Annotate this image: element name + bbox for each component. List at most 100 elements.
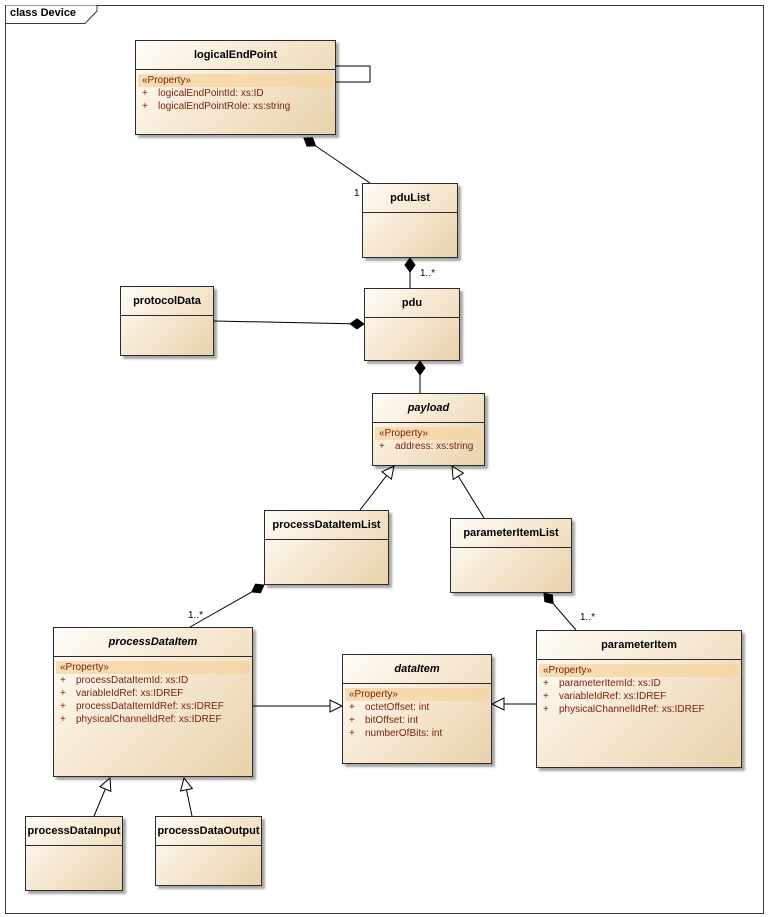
visibility-marker: + [543,704,549,715]
processdataoutput-generalization-line [185,789,193,817]
parameteritemlist-payload-generalization-arrowhead [451,465,465,481]
attribute-text: octetOffset: int [365,702,430,713]
attribute-text: bitOffset: int [365,715,419,726]
stereotype-label: «Property» [539,664,739,677]
processdatainput-generalization-line [93,788,106,817]
processdataoutput-generalization-arrowhead [179,776,194,792]
attribute-row: + bitOffset: int [345,714,489,727]
class-name: parameterItem [537,631,741,660]
class-name: protocolData [121,287,213,316]
attribute-row: + processDataItemIdRef: xs:IDREF [56,700,250,713]
class-name: processDataInput [26,817,122,846]
multiplicity-label: 1..* [188,610,204,621]
attribute-row: + octetOffset: int [345,701,489,714]
class-parameterItem[interactable]: parameterItem«Property»+parameterItemId:… [536,630,742,768]
attribute-text: processDataItemIdRef: xs:IDREF [76,701,224,712]
stereotype-label: «Property» [138,74,333,87]
attribute-text: numberOfBits: int [365,728,443,739]
attribute-text: logicalEndPointRole: xs:string [158,101,291,112]
attribute-row: +physicalChannelIdRef: xs:IDREF [539,703,739,716]
attribute-row: + address: xs:string [375,440,482,453]
class-attributes-compartment [265,540,388,544]
class-attributes-compartment: «Property»+logicalEndPointId: xs:ID+logi… [136,70,335,113]
attribute-text: variableIdRef: xs:IDREF [559,691,667,702]
attribute-row: + logicalEndPointRole: xs:string [138,100,333,113]
multiplicity-label: 1..* [580,612,596,623]
visibility-marker: + [60,701,66,712]
multiplicity-label: 1..* [420,268,436,279]
visibility-marker: + [60,714,66,725]
class-processDataItem[interactable]: processDataItem«Property»+processDataIte… [53,627,253,777]
pdu-protocoldata-composition-line [213,320,351,325]
class-logicalEndPoint[interactable]: logicalEndPoint«Property»+logicalEndPoin… [135,40,336,135]
class-name: processDataOutput [156,817,261,846]
visibility-marker: + [60,675,66,686]
class-attributes-compartment [363,213,457,217]
visibility-marker: + [543,678,549,689]
class-processDataOutput[interactable]: processDataOutput [155,816,262,886]
class-payload[interactable]: payload«Property»+address: xs:string [372,393,485,466]
pdu-payload-composition-diamond [414,360,426,376]
class-attributes-compartment [121,316,213,320]
processdataitemlist-payload-generalization-arrowhead [380,465,395,481]
visibility-marker: + [142,88,148,99]
visibility-marker: + [543,691,549,702]
class-pdu[interactable]: pdu [364,288,460,361]
class-protocolData[interactable]: protocolData [120,286,214,356]
visibility-marker: + [349,715,355,726]
attribute-row: + logicalEndPointId: xs:ID [138,87,333,100]
class-attributes-compartment: «Property»+ address: xs:string [373,423,484,453]
class-name: parameterItemList [451,519,571,548]
class-processDataItemList[interactable]: processDataItemList [264,510,389,585]
class-parameterItemList[interactable]: parameterItemList [450,518,572,593]
class-name: dataItem [343,655,491,684]
self-association-line [336,65,371,83]
processdataitemlist-processdataitem-composition-diamond [251,583,265,594]
logicalendpoint-pdulist-composition-line [315,145,371,184]
multiplicity-label: 1 [354,188,360,199]
class-name: pdu [365,289,459,318]
parameteritemlist-parameteritem-composition-diamond [543,592,554,605]
class-attributes-compartment: «Property»+octetOffset: int+bitOffset: i… [343,684,491,740]
class-pduList[interactable]: pduList [362,183,458,258]
class-attributes-compartment [365,318,459,322]
processdataitem-dataitem-generalization-arrowhead [329,699,344,713]
stereotype-label: «Property» [375,427,482,440]
pdulist-pdu-composition-diamond [404,257,416,273]
class-attributes-compartment [156,846,261,850]
attribute-text: logicalEndPointId: xs:ID [158,88,264,99]
visibility-marker: + [60,688,66,699]
class-attributes-compartment [451,548,571,552]
attribute-row: + physicalChannelIdRef: xs:IDREF [56,713,250,726]
attribute-text: address: xs:string [395,441,474,452]
attribute-row: +variableIdRef: xs:IDREF [56,687,250,700]
class-name: pduList [363,184,457,213]
stereotype-label: «Property» [345,688,489,701]
class-name: logicalEndPoint [136,41,335,70]
attribute-text: parameterItemId: xs:ID [559,678,661,689]
class-attributes-compartment: «Property»+processDataItemId: xs:ID+vari… [54,657,252,726]
stereotype-label: «Property» [56,661,250,674]
processdataitemlist-processdataitem-composition-line [189,591,253,628]
processdatainput-generalization-arrowhead [98,776,112,793]
attribute-row: + numberOfBits: int [345,727,489,740]
parameteritemlist-parameteritem-composition-line [552,603,577,631]
visibility-marker: + [142,101,148,112]
parameteritemlist-payload-generalization-line [457,475,485,519]
visibility-marker: + [349,728,355,739]
attribute-row: +processDataItemId: xs:ID [56,674,250,687]
attribute-text: physicalChannelIdRef: xs:IDREF [76,714,222,725]
class-attributes-compartment: «Property»+parameterItemId: xs:ID+variab… [537,660,741,716]
pdu-protocoldata-composition-diamond [349,318,365,330]
attribute-row: + parameterItemId: xs:ID [539,677,739,690]
visibility-marker: + [349,702,355,713]
processdataitemlist-payload-generalization-line [359,475,388,511]
class-dataItem[interactable]: dataItem«Property»+octetOffset: int+bitO… [342,654,492,764]
attribute-row: + variableIdRef: xs:IDREF [539,690,739,703]
visibility-marker: + [379,441,385,452]
parameteritem-dataitem-generalization-arrowhead [490,697,505,711]
class-name: processDataItem [54,628,252,657]
class-attributes-compartment [26,846,122,850]
class-processDataInput[interactable]: processDataInput [25,816,123,891]
